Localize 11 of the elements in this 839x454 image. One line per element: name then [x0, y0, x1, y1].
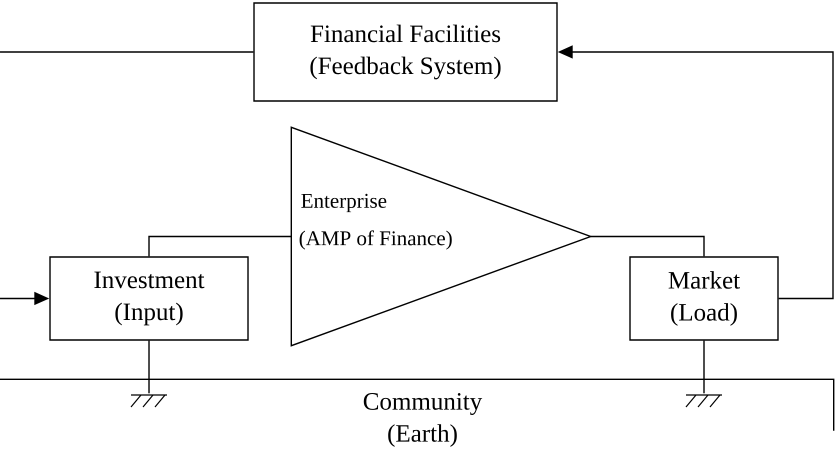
- community-band: Community (Earth): [0, 378, 834, 447]
- connector: [148, 340, 150, 394]
- connector: [590, 236, 705, 256]
- ground-symbol: [686, 394, 722, 408]
- text-box: Investment (Input): [49, 256, 249, 341]
- text-box: Market (Load): [629, 256, 779, 341]
- connector: [703, 340, 705, 394]
- connector: [0, 51, 254, 53]
- connector: [148, 236, 292, 256]
- ground-symbol: [130, 394, 167, 408]
- text-box: Financial Facilities (Feedback System): [253, 2, 558, 102]
